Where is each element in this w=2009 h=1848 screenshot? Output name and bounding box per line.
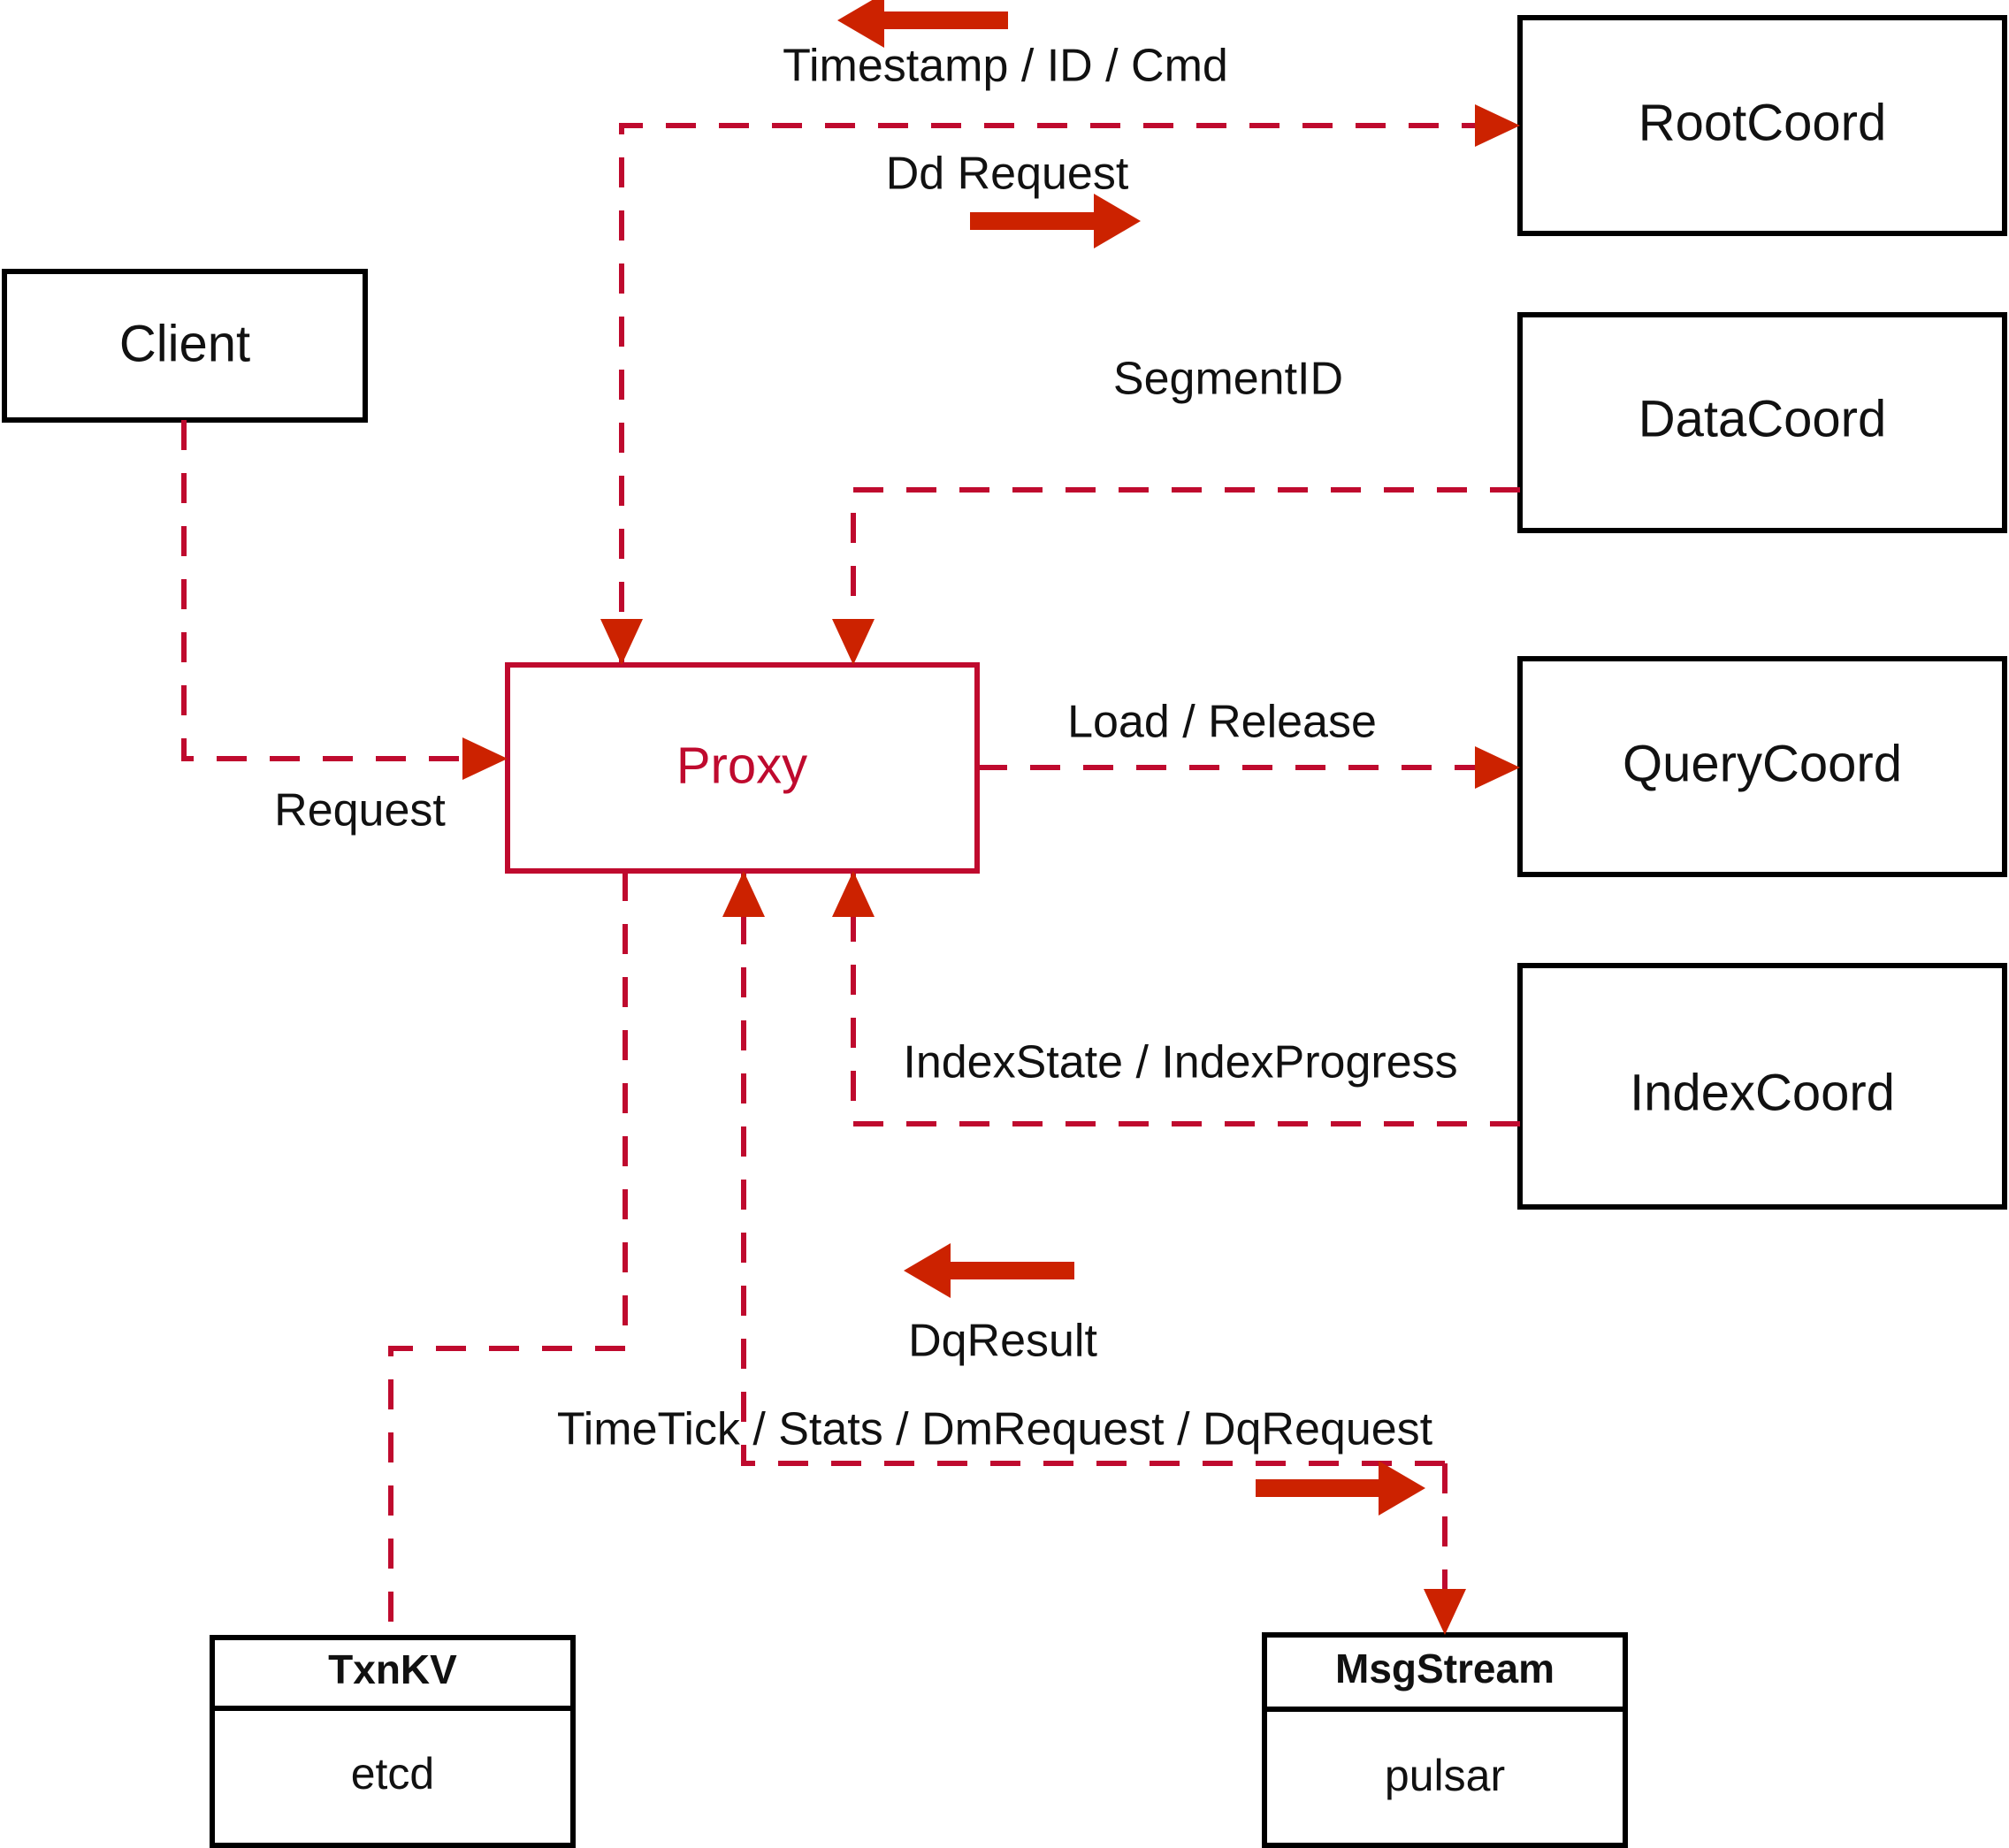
node-data-coord[interactable]: DataCoord	[1517, 312, 2007, 533]
client-box[interactable]	[2, 269, 368, 423]
direction-arrow-dqresult	[904, 1243, 1074, 1298]
edge-label-segment-id: SegmentID	[1113, 354, 1343, 405]
txnkv-box[interactable]	[210, 1635, 576, 1848]
msgstream-title: MsgStream	[1335, 1646, 1554, 1691]
edge-label-index-state-progress: IndexState / IndexProgress	[903, 1037, 1457, 1088]
msgstream-box[interactable]	[1262, 1632, 1628, 1848]
edge-label-dd-request: Dd Request	[886, 149, 1129, 200]
node-client[interactable]: Client	[2, 269, 368, 423]
node-proxy[interactable]: Proxy	[505, 662, 980, 874]
arrow-down-icon-proxy-from-rootcoord	[600, 619, 643, 665]
arrow-right-icon-proxy-from-client	[462, 737, 508, 780]
direction-arrow-dd-request	[970, 194, 1141, 248]
root-coord-box[interactable]	[1517, 15, 2007, 236]
node-root-coord[interactable]: RootCoord	[1517, 15, 2007, 236]
arrow-down-icon-msgstream	[1424, 1589, 1466, 1635]
arrow-up-icon-proxy-from-indexcoord	[832, 871, 875, 917]
index-coord-label: IndexCoord	[1630, 1064, 1895, 1121]
node-index-coord[interactable]: IndexCoord	[1517, 963, 2007, 1210]
direction-arrow-timestamp	[837, 0, 1008, 48]
data-coord-box[interactable]	[1517, 312, 2007, 533]
txnkv-impl: etcd	[351, 1749, 435, 1798]
edge-proxy-rootcoord	[619, 123, 1503, 665]
edge-datacoord-proxy	[851, 487, 1520, 665]
query-coord-label: QueryCoord	[1623, 735, 1902, 792]
edge-label-request: Request	[274, 785, 446, 836]
proxy-label: Proxy	[676, 737, 807, 794]
msgstream-impl: pulsar	[1385, 1751, 1505, 1800]
edge-proxy-txnkv	[388, 871, 628, 1638]
node-query-coord[interactable]: QueryCoord	[1517, 656, 2007, 877]
edge-msgstream-proxy	[741, 871, 1445, 1466]
node-msgstream[interactable]: MsgStream pulsar	[1262, 1632, 1628, 1848]
arrow-up-icon-proxy-from-msgstream	[722, 871, 765, 917]
edge-label-timestamp-id-cmd: Timestamp / ID / Cmd	[783, 41, 1228, 92]
proxy-box[interactable]	[505, 662, 980, 874]
query-coord-box[interactable]	[1517, 656, 2007, 877]
arrow-right-icon-querycoord	[1475, 746, 1520, 789]
edge-client-proxy	[181, 420, 492, 761]
client-label: Client	[119, 315, 250, 372]
data-coord-label: DataCoord	[1639, 390, 1886, 447]
arrow-right-icon-rootcoord	[1475, 104, 1520, 147]
index-coord-box[interactable]	[1517, 963, 2007, 1210]
edge-label-timetick-stats: TimeTick / Stats / DmRequest / DqRequest	[557, 1404, 1433, 1455]
direction-arrow-timetick	[1256, 1461, 1425, 1516]
node-txnkv[interactable]: TxnKV etcd	[210, 1635, 576, 1848]
root-coord-label: RootCoord	[1639, 94, 1886, 151]
edge-indexcoord-proxy	[851, 871, 1520, 1126]
edge-label-dq-result: DqResult	[908, 1316, 1097, 1367]
arrow-down-icon-proxy-from-datacoord	[832, 619, 875, 665]
edge-label-load-release: Load / Release	[1067, 697, 1377, 748]
txnkv-title: TxnKV	[328, 1646, 457, 1692]
